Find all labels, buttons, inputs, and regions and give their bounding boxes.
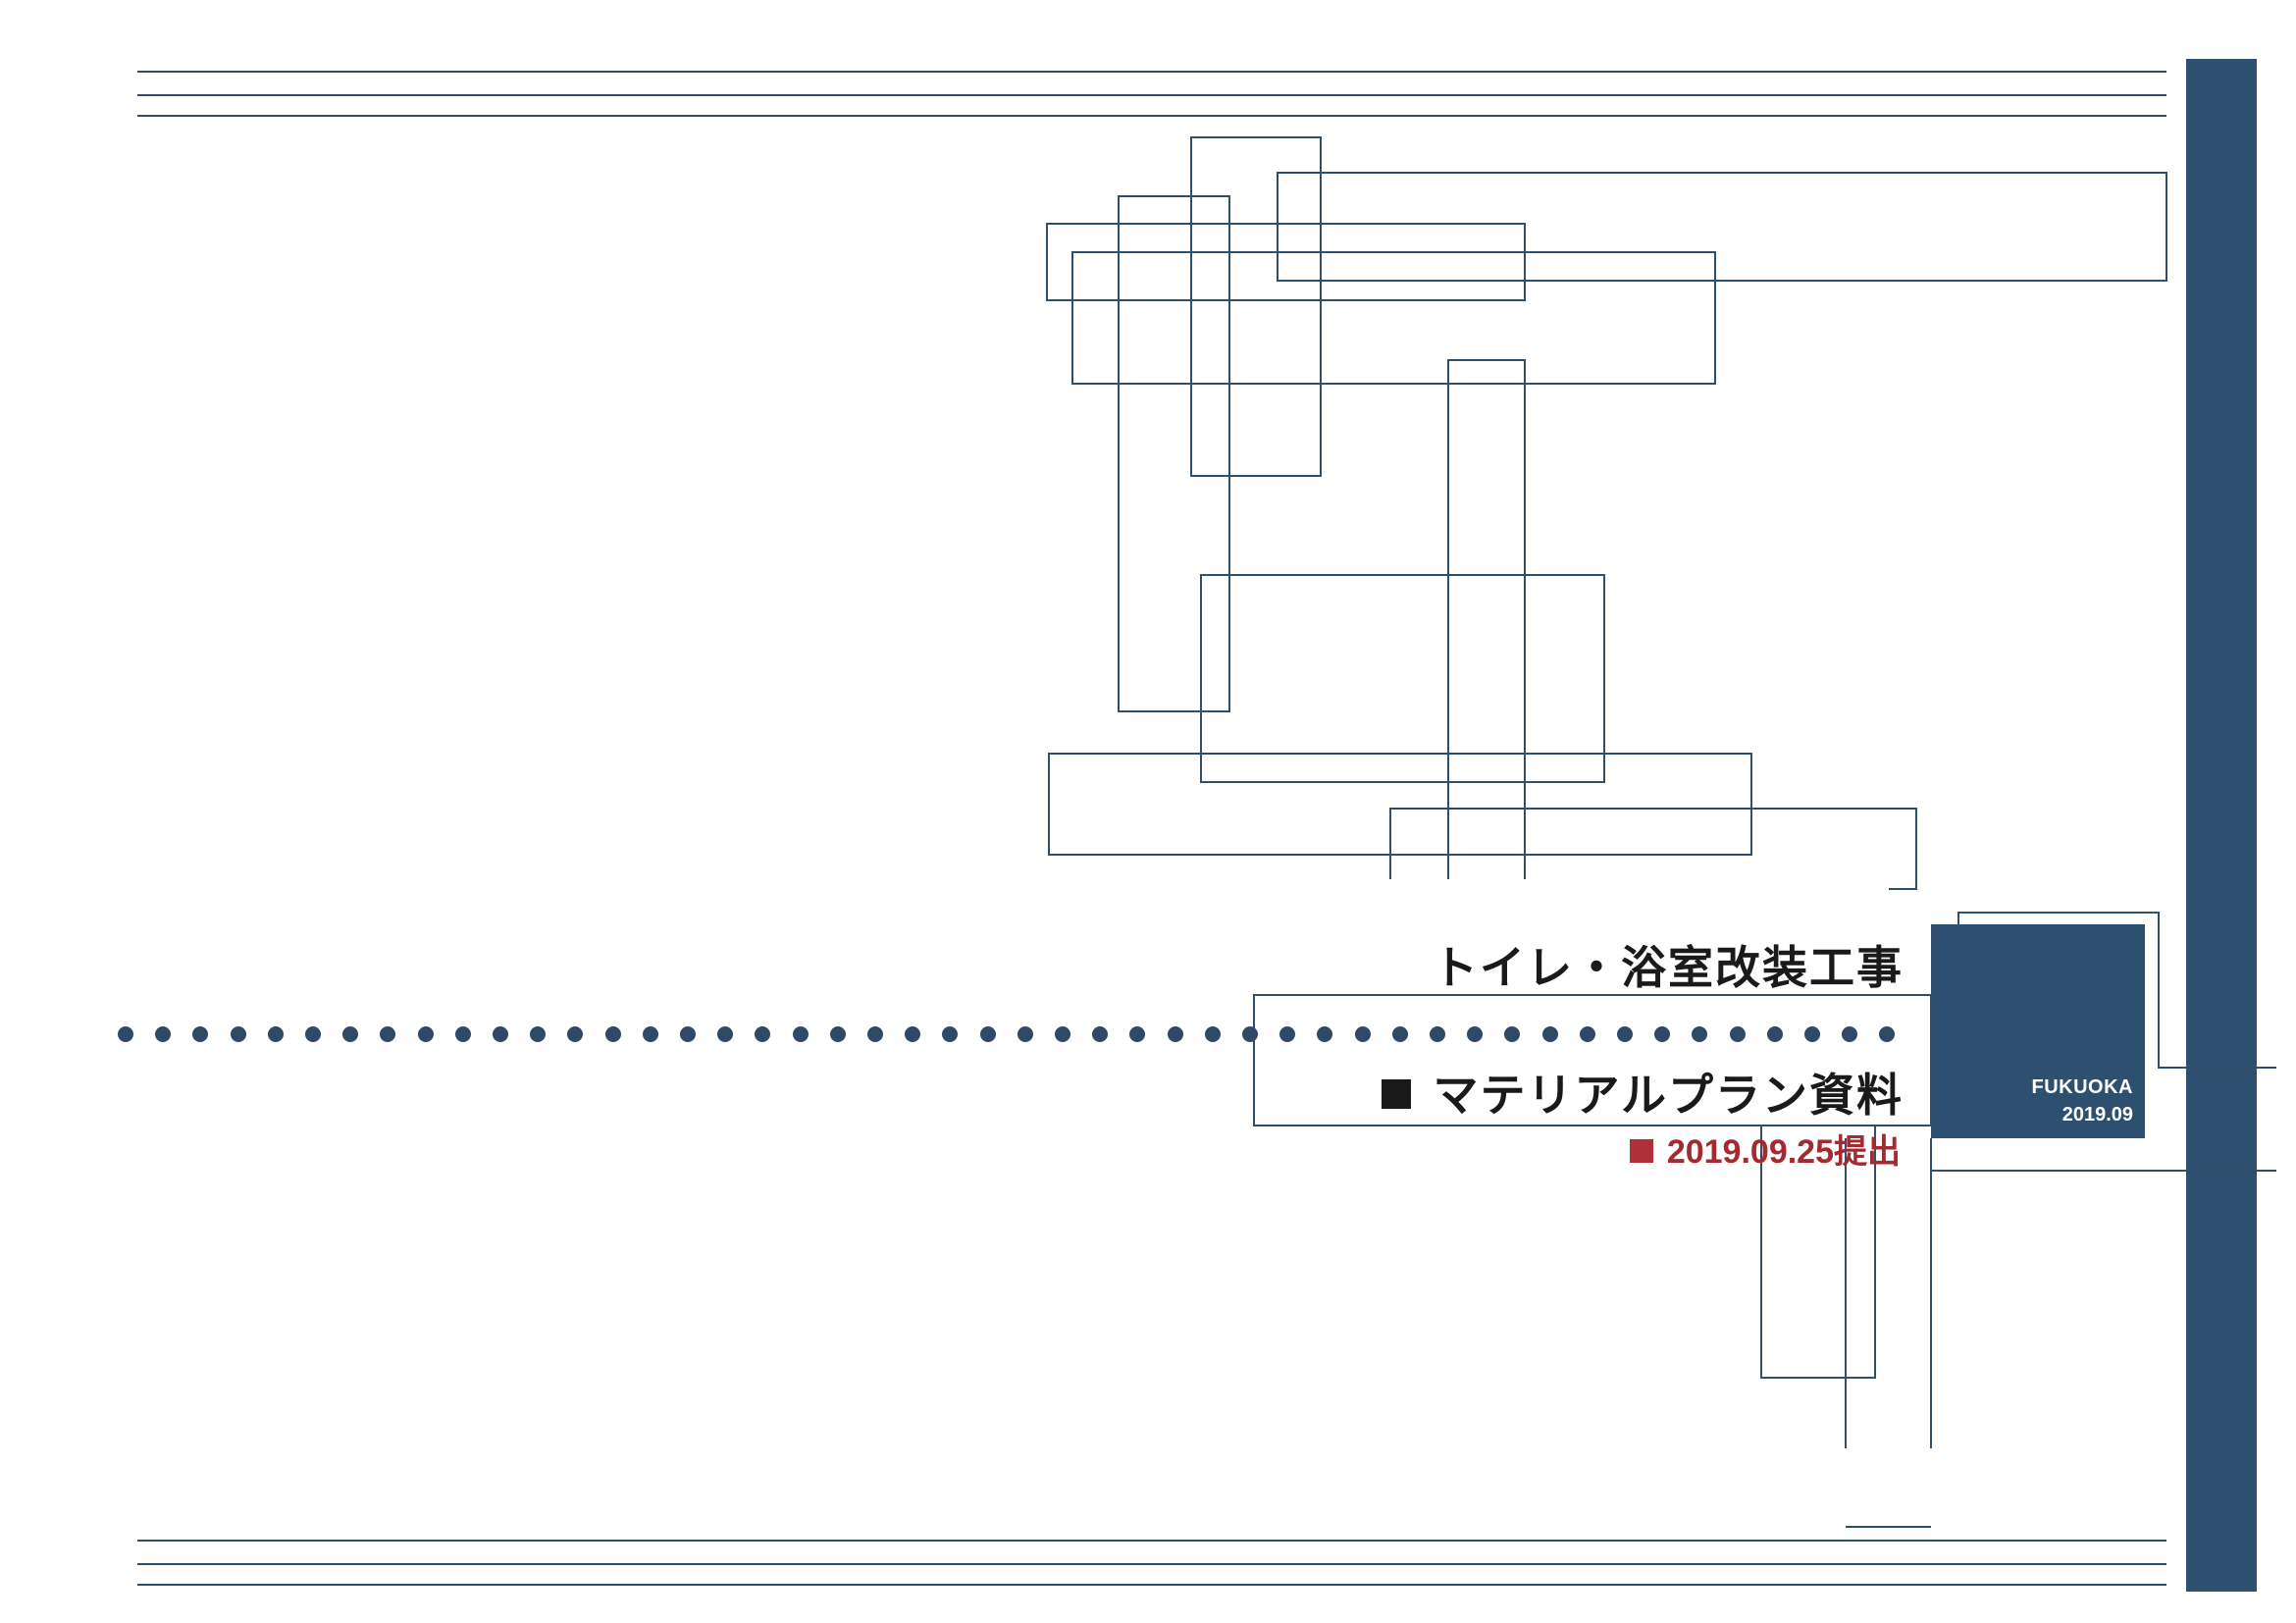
subtitle: マテリアルプラン資料 — [1382, 1060, 1904, 1125]
deco-line — [1760, 1126, 1876, 1379]
dot — [567, 1026, 583, 1042]
deco-line — [1957, 912, 2276, 1069]
dot — [905, 1026, 920, 1042]
dot — [1617, 1026, 1633, 1042]
dot — [1168, 1026, 1183, 1042]
dot — [1842, 1026, 1857, 1042]
dot — [643, 1026, 658, 1042]
dot — [942, 1026, 958, 1042]
dot — [867, 1026, 883, 1042]
bottom-rule-1 — [137, 1540, 2166, 1542]
dot — [268, 1026, 284, 1042]
deco-line — [1389, 808, 1917, 890]
bottom-rule-3 — [137, 1584, 2166, 1586]
dot — [493, 1026, 508, 1042]
dot — [530, 1026, 546, 1042]
square-bullet-icon — [1382, 1079, 1412, 1109]
dot — [1767, 1026, 1783, 1042]
dot — [305, 1026, 321, 1042]
bottom-rule-2 — [137, 1563, 2166, 1565]
dot — [755, 1026, 770, 1042]
deco-rect — [1118, 195, 1230, 712]
dot — [342, 1026, 358, 1042]
dot — [1804, 1026, 1820, 1042]
dot — [192, 1026, 208, 1042]
top-rule-1 — [137, 71, 2166, 73]
dot — [1879, 1026, 1895, 1042]
dot — [1392, 1026, 1408, 1042]
dot — [1092, 1026, 1108, 1042]
dot — [231, 1026, 246, 1042]
deco-rect — [1190, 136, 1322, 477]
side-bar — [2186, 59, 2257, 1592]
dot — [155, 1026, 171, 1042]
dot — [793, 1026, 809, 1042]
red-square-icon — [1629, 1139, 1653, 1163]
dot — [1205, 1026, 1221, 1042]
dot — [1504, 1026, 1520, 1042]
dot — [1730, 1026, 1746, 1042]
dot — [118, 1026, 133, 1042]
dot — [1654, 1026, 1670, 1042]
dot — [455, 1026, 471, 1042]
dot — [1317, 1026, 1332, 1042]
dot — [1242, 1026, 1258, 1042]
deco-rect — [1048, 753, 1752, 856]
dot — [1355, 1026, 1371, 1042]
deco-rect — [1071, 251, 1716, 385]
dot — [380, 1026, 395, 1042]
dot — [1692, 1026, 1707, 1042]
submission-date: 2019.09.25提出 — [1629, 1125, 1901, 1173]
dot — [1129, 1026, 1145, 1042]
deco-rect — [1046, 223, 1526, 301]
deco-line — [1447, 359, 1526, 879]
top-rule-2 — [137, 94, 2166, 96]
dot — [1055, 1026, 1070, 1042]
deco-rect — [1277, 172, 2167, 282]
dot — [830, 1026, 846, 1042]
dot — [1542, 1026, 1558, 1042]
dot — [1467, 1026, 1483, 1042]
dot — [717, 1026, 733, 1042]
dot — [1580, 1026, 1595, 1042]
badge-year-month: 2019.09 — [2061, 1104, 2133, 1126]
submission-date-text: 2019.09.25提出 — [1666, 1133, 1901, 1171]
badge-city: FUKUOKA — [2031, 1076, 2133, 1098]
dot — [680, 1026, 696, 1042]
subtitle-text: マテリアルプラン資料 — [1433, 1069, 1904, 1122]
dot — [980, 1026, 996, 1042]
dot — [1430, 1026, 1445, 1042]
location-badge: FUKUOKA 2019.09 — [1931, 924, 2145, 1138]
top-rule-3 — [137, 115, 2166, 117]
dot — [605, 1026, 621, 1042]
dot — [418, 1026, 434, 1042]
dot — [1279, 1026, 1295, 1042]
deco-rect — [1200, 574, 1605, 783]
dot — [1018, 1026, 1033, 1042]
page-title: トイレ・浴室改装工事 — [1433, 941, 1904, 994]
